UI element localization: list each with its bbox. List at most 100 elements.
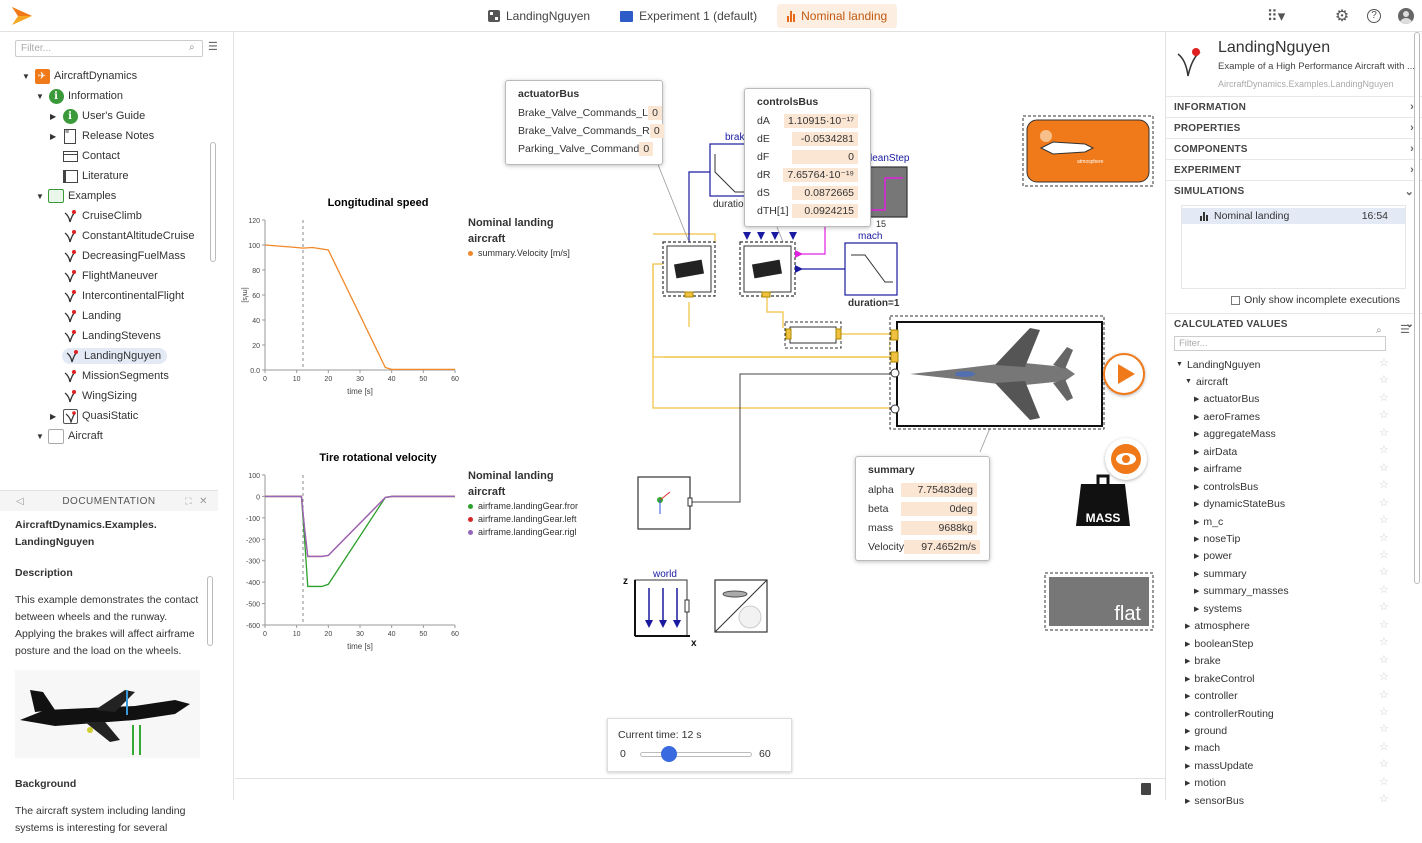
star-icon[interactable]: ☆ [1379, 601, 1389, 614]
section-experiment[interactable]: EXPERIMENT› [1166, 159, 1422, 180]
calculated-value-item[interactable]: ▶aggregateMass [1194, 426, 1276, 443]
legend-item[interactable]: airframe.landingGear.left [468, 513, 578, 526]
collapse-triangle-icon[interactable]: ▶ [1185, 710, 1191, 718]
calculated-value-item[interactable]: ▼LandingNguyen [1176, 356, 1261, 373]
section-information[interactable]: INFORMATION› [1166, 96, 1422, 117]
calculated-value-item[interactable]: ▶aeroFrames [1194, 408, 1260, 425]
tab-model[interactable]: LandingNguyen [478, 4, 600, 28]
calculated-value-item[interactable]: ▶booleanStep [1185, 635, 1253, 652]
collapse-triangle-icon[interactable]: ▶ [50, 131, 57, 141]
tree-item[interactable]: ▼Examples [36, 186, 116, 206]
calculated-value-item[interactable]: ▶airData [1194, 443, 1237, 460]
star-icon[interactable]: ☆ [1379, 775, 1389, 788]
expand-triangle-icon[interactable]: ▼ [36, 191, 44, 201]
time-slider-thumb[interactable] [661, 746, 678, 762]
calculated-value-item[interactable]: ▶mach [1185, 740, 1220, 757]
calculated-value-item[interactable]: ▶summary [1194, 565, 1247, 582]
time-slider-track[interactable] [640, 752, 752, 757]
calculated-value-item[interactable]: ▶controller [1185, 688, 1238, 705]
expand-triangle-icon[interactable]: ▼ [1185, 378, 1192, 386]
tree-item[interactable]: ▼✈AircraftDynamics [22, 66, 137, 86]
star-icon[interactable]: ☆ [1379, 618, 1389, 631]
tab-experiment[interactable]: Experiment 1 (default) [610, 4, 767, 28]
incomplete-executions-toggle[interactable]: Only show incomplete executions [1166, 289, 1422, 311]
tree-item[interactable]: ▼Aircraft [36, 426, 103, 446]
star-icon[interactable]: ☆ [1379, 671, 1389, 684]
collapse-triangle-icon[interactable]: ▶ [1194, 431, 1200, 439]
calculated-value-item[interactable]: ▶brake [1185, 653, 1221, 670]
collapse-triangle-icon[interactable]: ▶ [1185, 658, 1191, 666]
section-components[interactable]: COMPONENTS› [1166, 138, 1422, 159]
expand-icon[interactable]: ⛶ [185, 495, 192, 506]
star-icon[interactable]: ☆ [1379, 653, 1389, 666]
filter-options-icon[interactable]: ☰ [208, 41, 218, 53]
tree-item[interactable]: CruiseClimb [50, 206, 142, 226]
star-icon[interactable]: ☆ [1379, 374, 1389, 387]
log-icon[interactable] [1141, 783, 1151, 795]
user-icon[interactable] [1390, 0, 1422, 32]
collapse-triangle-icon[interactable]: ▶ [1194, 448, 1200, 456]
expand-triangle-icon[interactable]: ▼ [1176, 361, 1183, 368]
star-icon[interactable]: ☆ [1379, 548, 1389, 561]
calc-filter-input[interactable]: Filter... [1174, 336, 1386, 351]
star-icon[interactable]: ☆ [1379, 723, 1389, 736]
collapse-triangle-icon[interactable]: ▶ [1194, 588, 1200, 596]
tree-item[interactable]: ConstantAltitudeCruise [50, 226, 195, 246]
star-icon[interactable]: ☆ [1379, 426, 1389, 439]
collapse-triangle-icon[interactable]: ▶ [1194, 536, 1200, 543]
collapse-triangle-icon[interactable]: ▶ [1185, 675, 1191, 683]
collapse-triangle-icon[interactable]: ▶ [1185, 780, 1191, 788]
calculated-value-item[interactable]: ▶dynamicStateBus [1194, 496, 1285, 513]
expand-triangle-icon[interactable]: ▼ [36, 91, 44, 101]
star-icon[interactable]: ☆ [1379, 357, 1389, 369]
collapse-triangle-icon[interactable]: ▶ [1185, 762, 1191, 770]
gear-icon[interactable]: ⚙ [1334, 8, 1350, 25]
star-icon[interactable]: ☆ [1379, 461, 1389, 474]
calculated-value-item[interactable]: ▶m_c [1194, 513, 1223, 530]
simulation-row[interactable]: Nominal landing 16:54 [1182, 208, 1405, 224]
package-filter-input[interactable]: Filter... [15, 40, 203, 57]
legend-item[interactable]: summary.Velocity [m/s] [468, 247, 578, 260]
collapse-triangle-icon[interactable]: ▶ [1185, 693, 1191, 701]
calculated-value-item[interactable]: ▶controllerRouting [1185, 705, 1274, 722]
star-icon[interactable]: ☆ [1379, 391, 1389, 404]
tree-item[interactable]: WingSizing [50, 386, 137, 406]
tree-item[interactable]: Literature [50, 166, 128, 186]
collapse-triangle-icon[interactable]: ▶ [1194, 501, 1200, 509]
star-icon[interactable]: ☆ [1379, 688, 1389, 701]
calculated-value-item[interactable]: ▶atmosphere [1185, 618, 1250, 635]
tab-simulation[interactable]: Nominal landing [777, 4, 898, 28]
star-icon[interactable]: ☆ [1379, 793, 1389, 806]
tree-item[interactable]: ▶QuasiStatic [50, 406, 138, 426]
star-icon[interactable]: ☆ [1379, 444, 1389, 457]
view-3d-button[interactable] [1105, 438, 1147, 480]
collapse-triangle-icon[interactable]: ▶ [1185, 797, 1191, 805]
star-icon[interactable]: ☆ [1379, 514, 1389, 527]
collapse-triangle-icon[interactable]: ▶ [1185, 640, 1191, 648]
collapse-triangle-icon[interactable]: ▶ [1194, 483, 1200, 491]
right-scrollbar[interactable] [1414, 32, 1420, 584]
expand-triangle-icon[interactable]: ▼ [22, 71, 30, 81]
calculated-value-item[interactable]: ▶power [1194, 548, 1232, 565]
tree-item[interactable]: FlightManeuver [50, 266, 158, 286]
collapse-triangle-icon[interactable]: ▶ [1194, 518, 1200, 526]
calculated-value-item[interactable]: ▶motion [1185, 775, 1226, 792]
collapse-triangle-icon[interactable]: ▶ [1185, 727, 1191, 735]
star-icon[interactable]: ☆ [1379, 566, 1389, 579]
calculated-value-item[interactable]: ▶noseTip [1194, 531, 1240, 548]
collapse-triangle-icon[interactable]: ▶ [50, 411, 57, 421]
doc-scrollbar[interactable] [207, 576, 213, 646]
filter-options-icon[interactable]: ☰ [1400, 324, 1410, 336]
expand-triangle-icon[interactable]: ▼ [36, 431, 44, 441]
tree-item[interactable]: LandingNguyen [50, 346, 168, 366]
calculated-value-item[interactable]: ▶airframe [1194, 461, 1242, 478]
calculated-value-item[interactable]: ▶actuatorBus [1194, 391, 1259, 408]
tire-rotational-velocity-chart[interactable]: Tire rotational velocity1000-100-200-300… [235, 447, 465, 657]
tree-item[interactable]: Contact [50, 146, 120, 166]
tree-item[interactable]: DecreasingFuelMass [50, 246, 185, 266]
grid-menu-icon[interactable]: ⠿▾ [1266, 8, 1286, 25]
section-calculated-values[interactable]: CALCULATED VALUES⌄ [1166, 313, 1422, 334]
